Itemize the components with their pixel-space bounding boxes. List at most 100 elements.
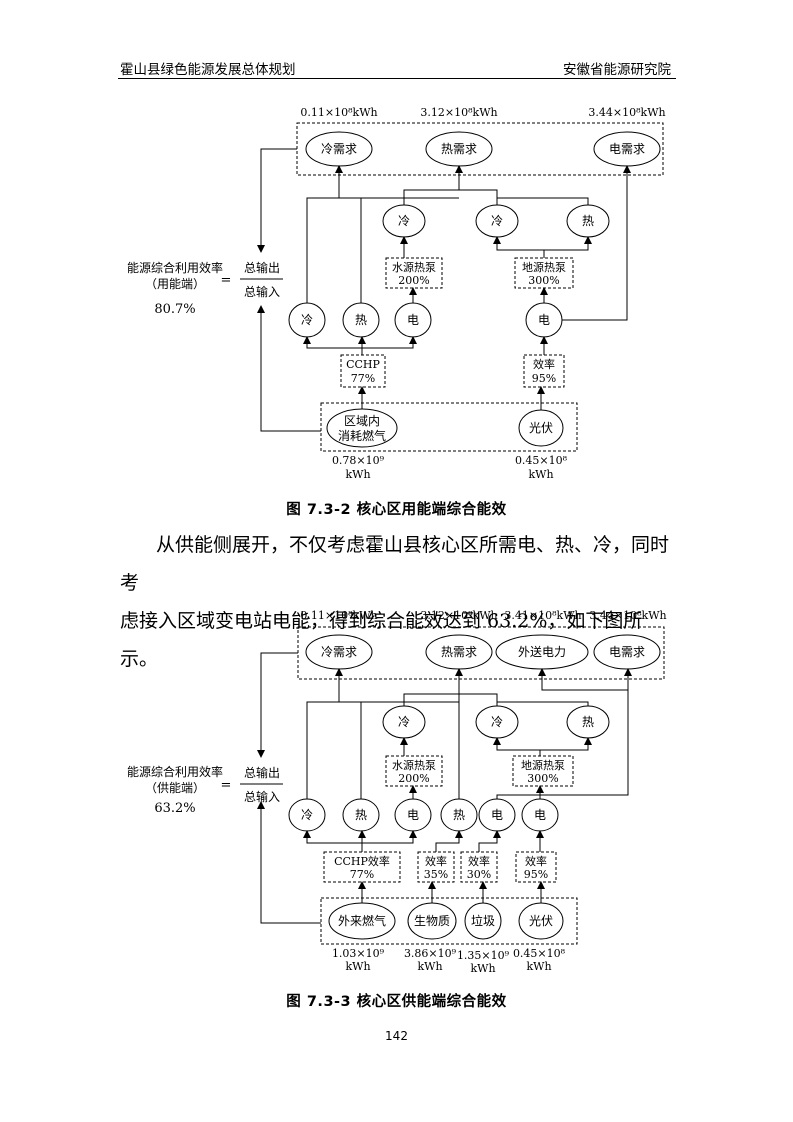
input-feedback-line-2 bbox=[257, 801, 321, 924]
diagram-label: 35% bbox=[424, 868, 448, 881]
diagram-label: 热 bbox=[582, 715, 594, 729]
diagram-label: 200% bbox=[398, 274, 429, 287]
top-value-cold: 0.11×10⁸kWh bbox=[300, 106, 377, 119]
diagram-label: 冷 bbox=[398, 214, 410, 228]
flow-arrow bbox=[493, 236, 545, 258]
diagram-label: kWh bbox=[470, 962, 495, 975]
diagram-label: 水源热泵 bbox=[392, 758, 436, 772]
diagram-label: 3.86×10⁹ bbox=[404, 947, 457, 960]
diagram-label: 冷 bbox=[301, 313, 313, 327]
diagram-label: CCHP效率 bbox=[334, 854, 390, 868]
flow-arrow bbox=[540, 737, 592, 751]
header-rule bbox=[118, 78, 676, 79]
diagram-label: 热 bbox=[355, 808, 367, 822]
flow-arrow bbox=[459, 189, 498, 205]
diagram-label: 300% bbox=[527, 772, 558, 785]
output-feedback-line bbox=[257, 148, 297, 253]
diagram-label: 3.12×10⁸kWh bbox=[420, 609, 497, 622]
diagram-label: 电 bbox=[538, 313, 550, 327]
flow-arrow bbox=[303, 830, 363, 852]
diagram-label: 热需求 bbox=[441, 142, 477, 156]
diagram-label: 电 bbox=[534, 808, 546, 822]
page-number: 142 bbox=[385, 1029, 408, 1043]
flow-arrow bbox=[403, 693, 459, 706]
diagram-label: 冷需求 bbox=[321, 645, 357, 659]
figure-2-caption: 图 7.3-3 核心区供能端综合能效 bbox=[286, 994, 507, 1010]
diagram-label: kWh bbox=[528, 468, 553, 481]
diagram-label: 垃圾 bbox=[471, 913, 495, 928]
diagram-label: 总输出 bbox=[244, 260, 280, 275]
diagram-label: 95% bbox=[524, 868, 548, 881]
diagram-label: 外送电力 bbox=[518, 644, 566, 659]
diagram-label: 95% bbox=[532, 372, 556, 385]
flow-arrow bbox=[306, 701, 459, 799]
flow-arrow bbox=[496, 668, 632, 799]
flow-arrow bbox=[497, 197, 589, 205]
diagram-label: 热 bbox=[582, 214, 594, 228]
diagram-label: 地源热泵 bbox=[522, 260, 566, 274]
diagram-label: kWh bbox=[345, 960, 370, 973]
diagram-label: 电 bbox=[491, 808, 503, 822]
diagram-label: 冷 bbox=[301, 808, 313, 822]
source-group-box bbox=[320, 402, 578, 452]
diagram-label: 效率 bbox=[468, 854, 490, 868]
body-paragraph: 从供能侧展开，不仅考虑霍山县核心区所需电、热、冷，同时考 虑接入区域变电站电能，… bbox=[120, 526, 680, 678]
flow-arrow bbox=[306, 197, 459, 303]
diagram-label: 地源热泵 bbox=[521, 758, 565, 772]
output-feedback-line-2 bbox=[257, 652, 298, 758]
flow-arrow bbox=[493, 737, 541, 756]
diagram-label: 水源热泵 bbox=[392, 260, 436, 274]
diagram-label: 0.45×10⁸ bbox=[515, 454, 568, 467]
diagram-label: 能源综合利用效率 bbox=[127, 260, 223, 275]
diagram-label: 外来燃气 bbox=[338, 913, 386, 928]
diagram-label: 总输入 bbox=[244, 284, 280, 299]
pv-efficiency-box-2 bbox=[515, 851, 557, 883]
diagram-label: 能源综合利用效率 bbox=[127, 764, 223, 779]
flow-arrow bbox=[435, 830, 463, 852]
diagram-label: kWh bbox=[345, 468, 370, 481]
diagram-label: 热 bbox=[355, 313, 367, 327]
header-title: 霍山县绿色能源发展总体规划 bbox=[120, 62, 296, 78]
figure-energy-supply-efficiency: 0.11×10⁸kWh 3.12×10⁸kWh 3.41×10⁸kWh 3.44… bbox=[127, 609, 667, 975]
diagram-label: 电需求 bbox=[609, 645, 645, 659]
diagram-label: 0.11×10⁸kWh bbox=[300, 609, 377, 622]
diagram-label: 热 bbox=[453, 808, 465, 822]
diagram-label: CCHP bbox=[346, 358, 380, 371]
top-value-heat: 3.12×10⁸kWh bbox=[420, 106, 497, 119]
top-value-elec: 3.44×10⁸kWh bbox=[588, 106, 665, 119]
diagram-label: 效率 bbox=[425, 854, 447, 868]
diagram-label: 77% bbox=[350, 868, 374, 881]
diagram-label: 效率 bbox=[525, 854, 547, 868]
flow-arrow bbox=[562, 165, 631, 321]
diagram-label: 冷 bbox=[491, 214, 503, 228]
efficiency-value-2: 63.2% bbox=[154, 801, 195, 816]
diagram-label: 光伏 bbox=[529, 914, 553, 928]
diagram-label: = bbox=[221, 273, 232, 288]
diagram-label: 77% bbox=[351, 372, 375, 385]
diagram-label: = bbox=[221, 778, 232, 793]
flow-arrow bbox=[544, 236, 592, 251]
flow-arrow bbox=[362, 336, 417, 349]
diagram-label: 1.35×10⁹ bbox=[457, 949, 510, 962]
water-source-heat-pump-box-2 bbox=[385, 755, 443, 787]
flow-arrow bbox=[538, 668, 628, 691]
flow-arrow bbox=[459, 693, 498, 706]
diagram-label: （供能端） bbox=[145, 781, 205, 795]
diagram-label: kWh bbox=[417, 960, 442, 973]
diagram-label: 3.44×10⁸kWh bbox=[589, 609, 666, 622]
diagram-label: 光伏 bbox=[529, 421, 553, 435]
diagram-label: 电需求 bbox=[609, 142, 645, 156]
input-feedback-line bbox=[257, 305, 321, 432]
diagram-label: 电 bbox=[407, 808, 419, 822]
diagram-label: kWh bbox=[526, 960, 551, 973]
diagram-label: 30% bbox=[467, 868, 491, 881]
diagram-label: 冷需求 bbox=[321, 142, 357, 156]
diagram-label: 总输出 bbox=[244, 765, 280, 780]
diagram-label: 300% bbox=[528, 274, 559, 287]
header-organization: 安徽省能源研究院 bbox=[563, 62, 671, 78]
diagram-label: 效率 bbox=[533, 357, 555, 371]
diagram-label: 总输入 bbox=[244, 789, 280, 804]
flow-arrow bbox=[478, 830, 501, 852]
source-group-box-2 bbox=[320, 897, 578, 945]
figure-energy-use-efficiency: 0.11×10⁸kWh 3.12×10⁸kWh 3.44×10⁸kWh 冷需求 … bbox=[127, 106, 666, 481]
